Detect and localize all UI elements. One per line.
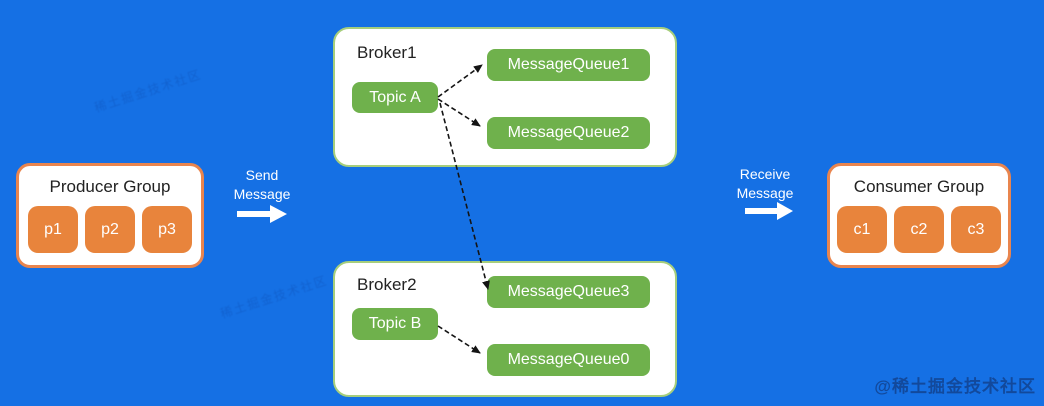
broker2-box: Broker2 Topic B MessageQueue3 MessageQue…: [333, 261, 677, 397]
faint-watermark: 稀土掘金技术社区: [92, 67, 204, 115]
consumer-node: c2: [894, 206, 944, 253]
message-queue-3-node: MessageQueue3: [487, 276, 650, 308]
broker1-box: Broker1 Topic A MessageQueue1 MessageQue…: [333, 27, 677, 167]
consumer-node: c1: [837, 206, 887, 253]
consumer-group-title: Consumer Group: [853, 177, 985, 196]
producer-node: p1: [28, 206, 78, 253]
send-message-label: Send Message: [233, 167, 291, 202]
producer-node: p2: [85, 206, 135, 253]
faint-watermark: 稀土掘金技术社区: [218, 273, 330, 321]
topic-a-node: Topic A: [352, 82, 438, 113]
producer-members: p1 p2 p3: [19, 206, 201, 253]
receive-message-label: Receive Message: [736, 166, 794, 201]
community-watermark: @稀土掘金技术社区: [874, 377, 1036, 396]
producer-node: p3: [142, 206, 192, 253]
receive-flow-arrow-icon: [745, 202, 793, 220]
producer-group-box: Producer Group p1 p2 p3: [16, 163, 204, 268]
message-queue-1-node: MessageQueue1: [487, 49, 650, 81]
consumer-members: c1 c2 c3: [830, 206, 1008, 253]
broker2-title: Broker2: [357, 275, 417, 294]
consumer-node: c3: [951, 206, 1001, 253]
message-queue-0-node: MessageQueue0: [487, 344, 650, 376]
producer-group-title: Producer Group: [49, 177, 171, 196]
broker1-title: Broker1: [357, 43, 417, 62]
topic-b-node: Topic B: [352, 308, 438, 340]
send-flow-arrow-icon: [237, 205, 287, 223]
consumer-group-box: Consumer Group c1 c2 c3: [827, 163, 1011, 268]
message-queue-2-node: MessageQueue2: [487, 117, 650, 149]
